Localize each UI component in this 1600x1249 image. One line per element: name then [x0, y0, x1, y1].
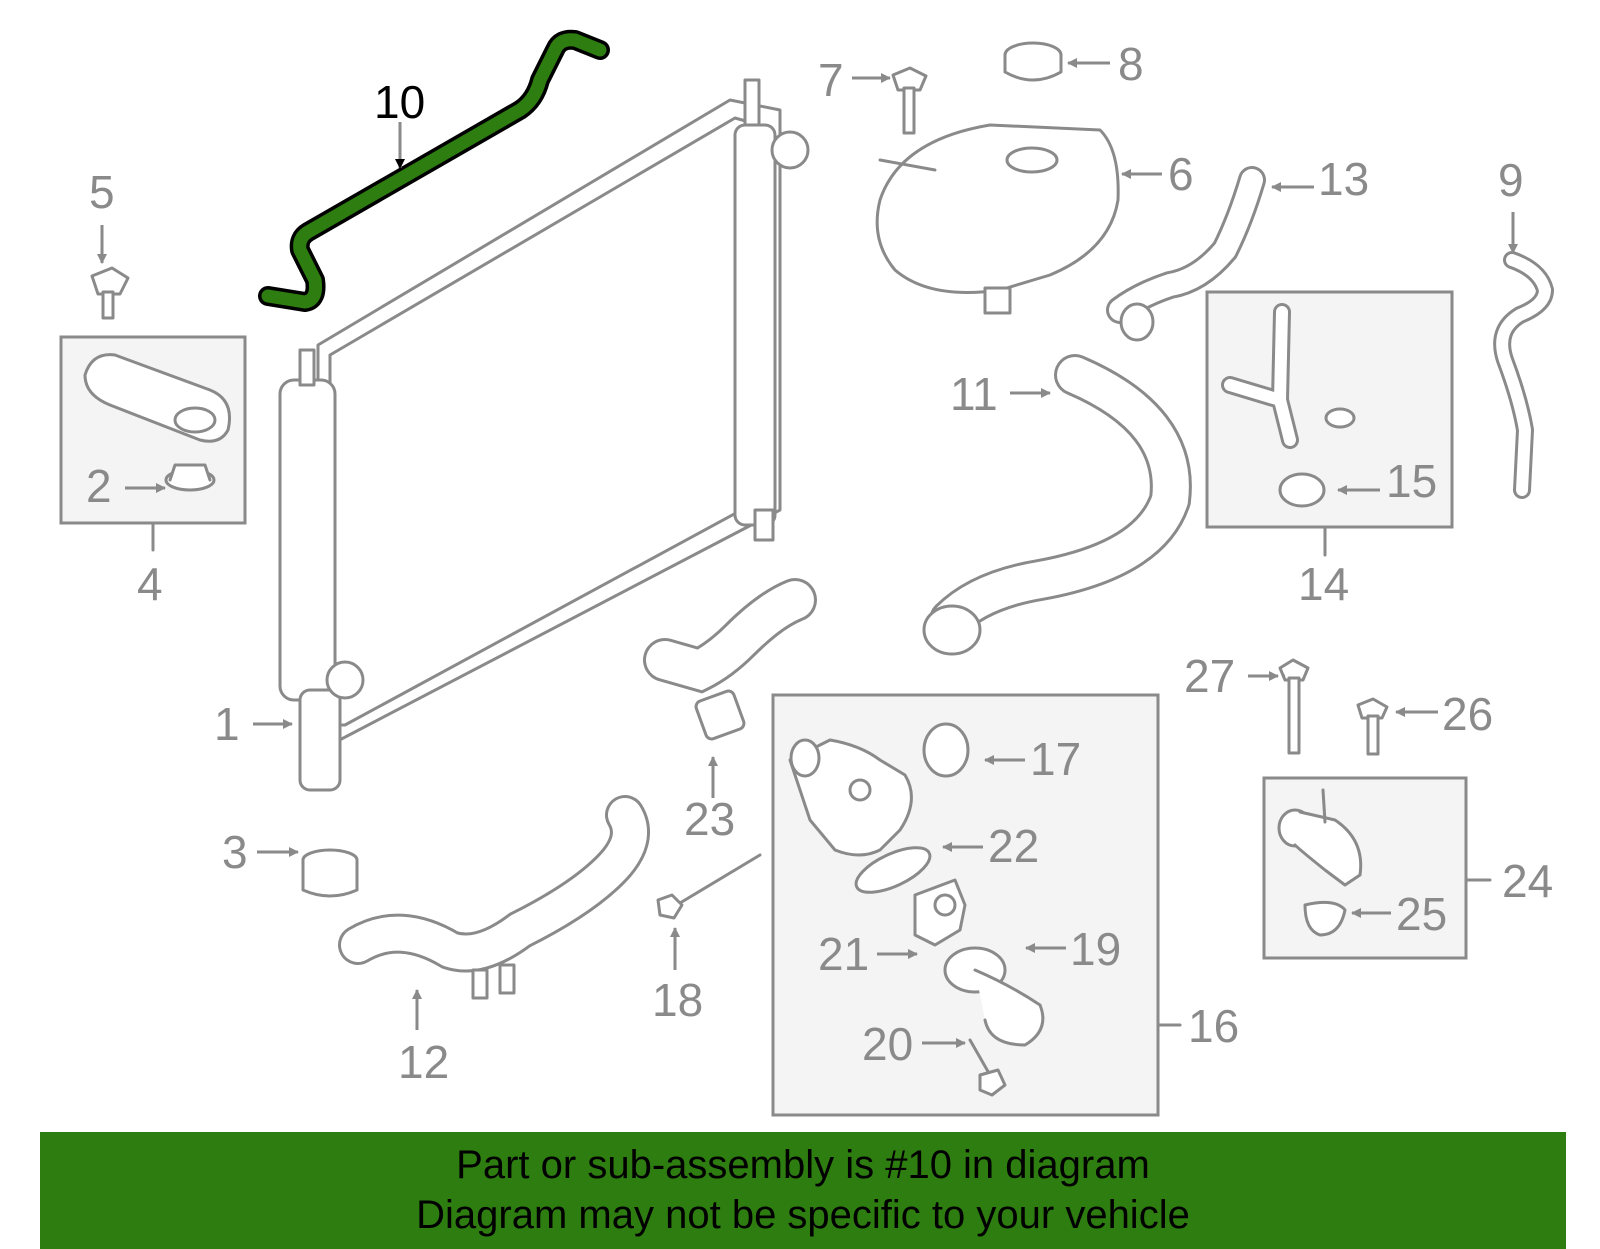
- lower-hose-11-part: [922, 354, 1192, 656]
- bolt-7-part: [891, 66, 928, 135]
- kit-box-24: [1262, 776, 1468, 960]
- leader-lines: [97, 58, 1518, 1048]
- callout-16: 16: [1188, 1000, 1239, 1052]
- callout-9: 9: [1498, 154, 1524, 206]
- callout-13: 13: [1318, 153, 1369, 205]
- bolt-26-part: [1356, 697, 1389, 756]
- outlet-19-part: [943, 946, 1045, 1047]
- callout-3: 3: [222, 826, 248, 878]
- callout-12: 12: [398, 1036, 449, 1088]
- grommet-part: [301, 848, 359, 898]
- radiator-part: [278, 78, 810, 792]
- callout-5: 5: [89, 166, 115, 218]
- kit-box-14: [1205, 290, 1454, 529]
- grommet-2-part: [164, 463, 216, 492]
- callout-7: 7: [818, 54, 844, 106]
- outlet-24-part: [1277, 788, 1363, 887]
- callout-26: 26: [1442, 688, 1493, 740]
- info-banner: Part or sub-assembly is #10 in diagram D…: [40, 1132, 1566, 1249]
- hose-13-part: [1106, 166, 1266, 342]
- o-ring-15-part: [1278, 472, 1326, 508]
- cap-25-part: [1303, 900, 1347, 937]
- thermostat-housing-part: [788, 738, 913, 857]
- bracket-part: [83, 353, 231, 443]
- bolt-27-part: [1278, 658, 1310, 755]
- callout-24: 24: [1502, 855, 1553, 907]
- callout-10: 10: [374, 76, 425, 128]
- seal-17-part: [922, 722, 970, 778]
- callout-1: 1: [214, 698, 240, 750]
- callout-17: 17: [1030, 733, 1081, 785]
- water-pipe-part: [1221, 303, 1356, 449]
- callout-20: 20: [862, 1018, 913, 1070]
- callout-19: 19: [1070, 923, 1121, 975]
- reservoir-cap-part: [1003, 41, 1063, 82]
- bolt-18-part: [656, 853, 762, 920]
- callout-23: 23: [684, 793, 735, 845]
- callout-22: 22: [988, 820, 1039, 872]
- callout-4: 4: [137, 558, 163, 610]
- callout-14: 14: [1298, 558, 1349, 610]
- bolt-20-part: [968, 1038, 1007, 1097]
- upper-hose-10-highlighted: [258, 29, 610, 312]
- banner-line-2: Diagram may not be specific to your vehi…: [416, 1193, 1190, 1237]
- o-ring-22-part: [854, 846, 932, 894]
- callout-6: 6: [1168, 148, 1194, 200]
- callout-25: 25: [1396, 888, 1447, 940]
- callout-18: 18: [652, 974, 703, 1026]
- bolt-5-part: [90, 266, 130, 320]
- callout-8: 8: [1118, 38, 1144, 90]
- hose-12-part: [338, 795, 650, 1000]
- callout-15: 15: [1386, 455, 1437, 507]
- callout-21: 21: [818, 928, 869, 980]
- callout-11: 11: [950, 368, 998, 420]
- banner-line-1: Part or sub-assembly is #10 in diagram: [456, 1143, 1150, 1187]
- hose-23-part: [643, 578, 817, 741]
- callout-2: 2: [86, 460, 112, 512]
- thermostat-21-part: [913, 878, 967, 947]
- hose-9-part: [1493, 251, 1555, 499]
- callout-27: 27: [1184, 650, 1235, 702]
- coolant-reservoir-part: [875, 123, 1120, 315]
